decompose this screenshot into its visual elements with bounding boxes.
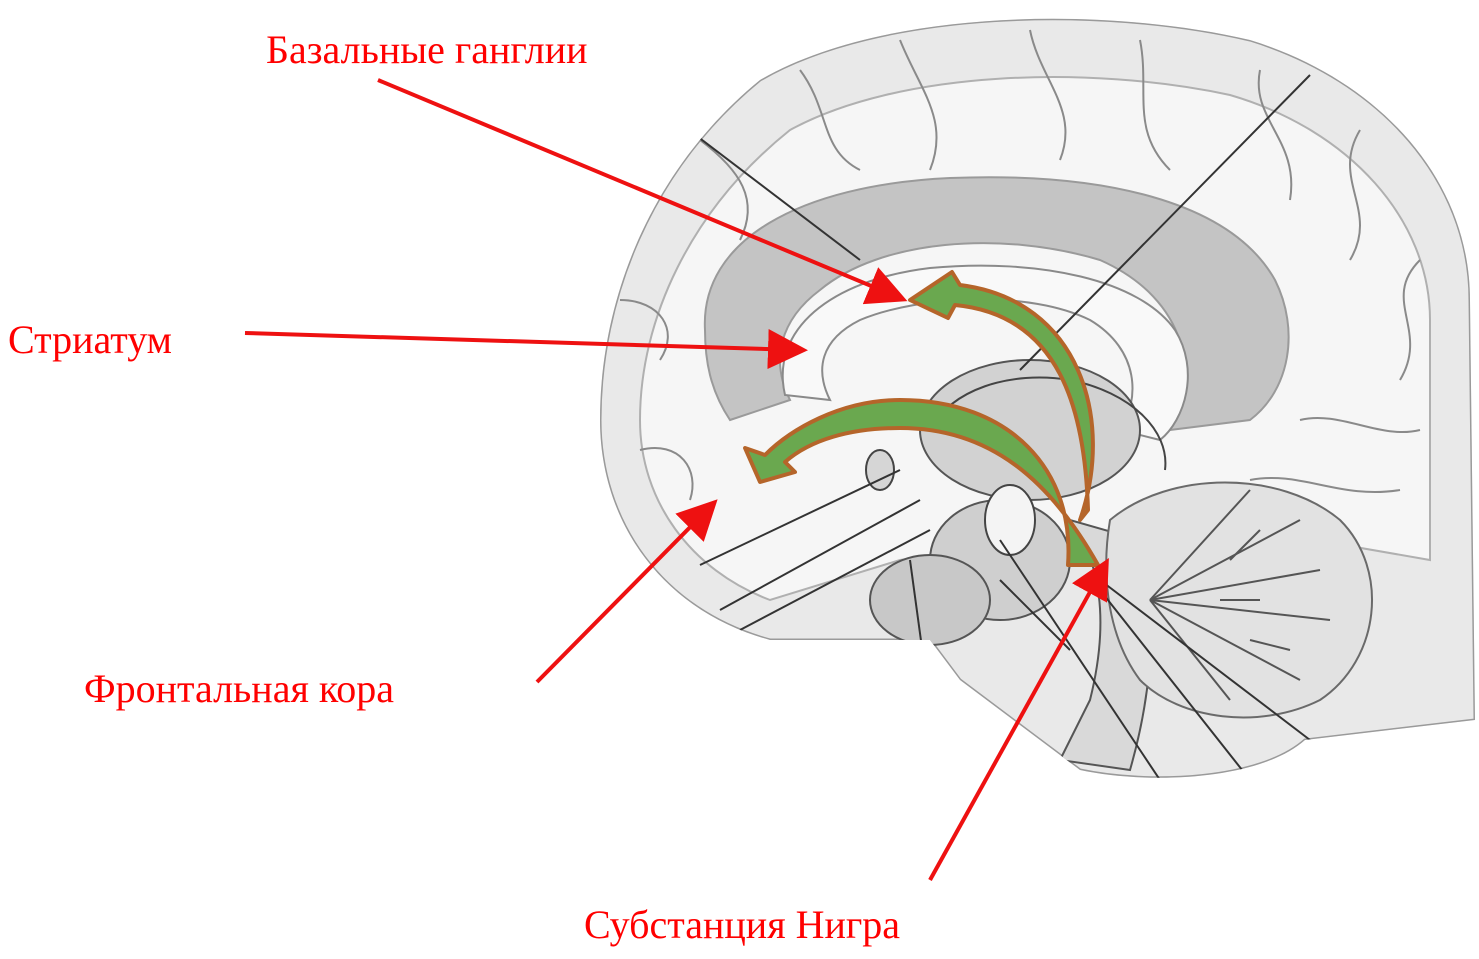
- striatum-label: Стриатум: [8, 320, 172, 360]
- frontal-cortex-label: Фронтальная кора: [84, 669, 394, 709]
- substantia-nigra-label: Субстанция Нигра: [584, 905, 900, 945]
- basal-ganglia-label: Базальные ганглии: [266, 30, 588, 70]
- brain-sagittal-section: [560, 0, 1479, 800]
